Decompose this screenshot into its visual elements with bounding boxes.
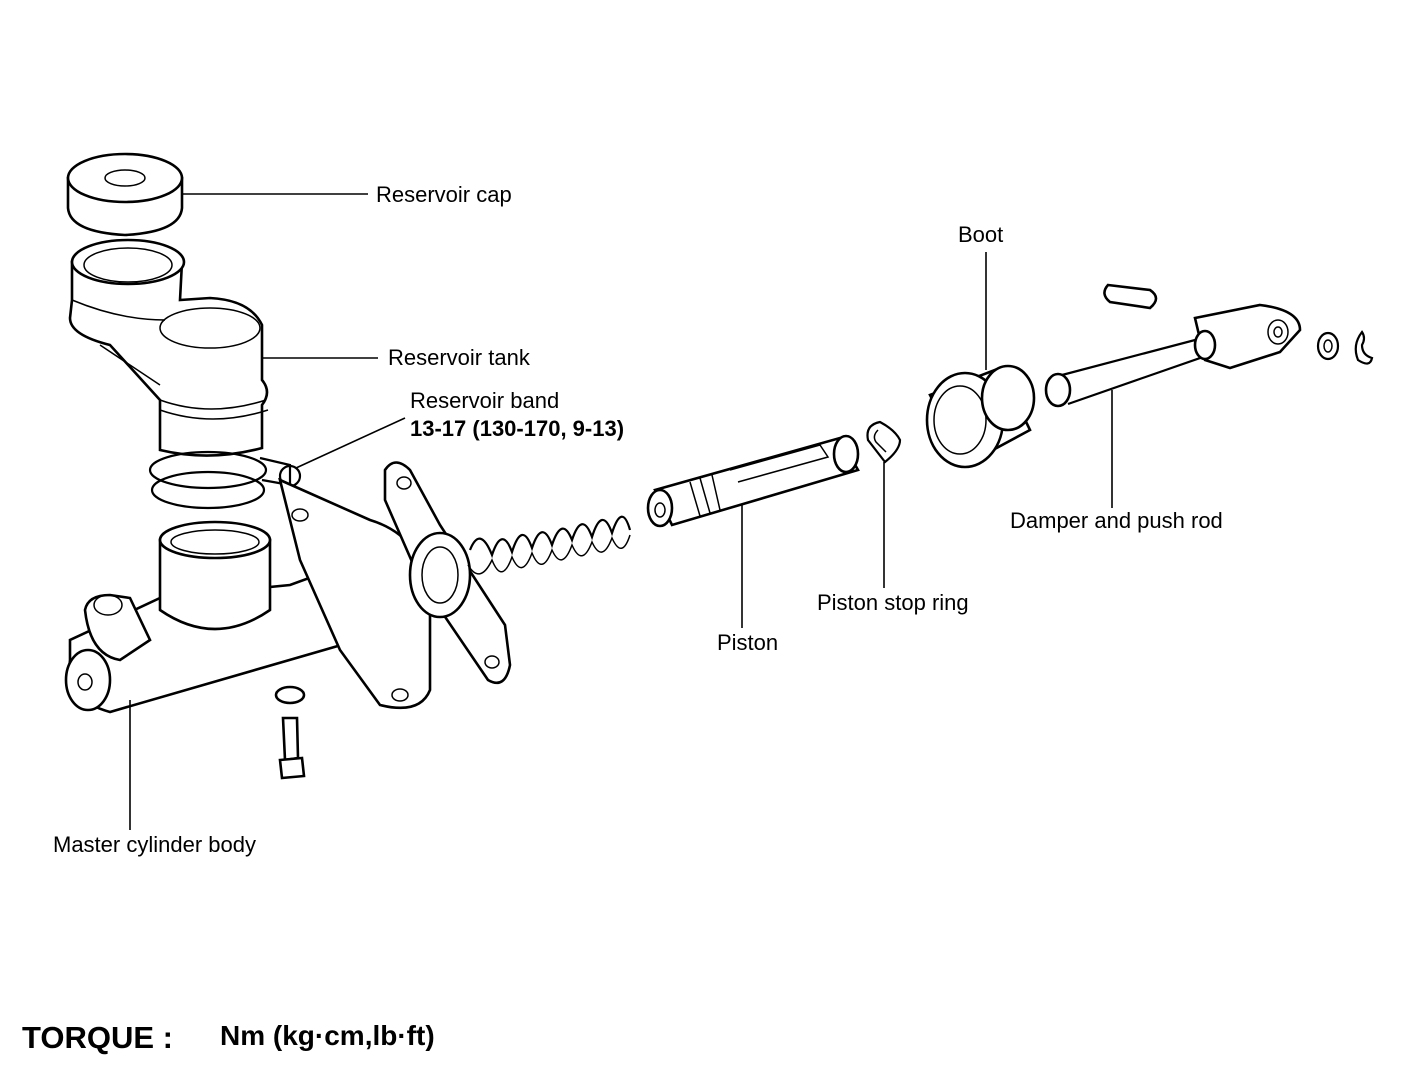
leader-lines xyxy=(129,193,1113,830)
torque-title: TORQUE : xyxy=(22,1020,173,1055)
torque-unit: Nm (kg·cm,lb·ft) xyxy=(220,1020,435,1051)
piston-stop-ring-part xyxy=(866,420,902,464)
boot-part xyxy=(925,364,1036,469)
reservoir-cap-label: Reservoir cap xyxy=(376,182,512,207)
damper-push-rod-label: Damper and push rod xyxy=(1010,508,1223,533)
reservoir-cap-part xyxy=(66,152,184,237)
master-cylinder-body-label: Master cylinder body xyxy=(53,832,256,857)
reservoir-tank-label: Reservoir tank xyxy=(388,345,530,370)
boot-label: Boot xyxy=(958,222,1004,247)
master-cylinder-body-part xyxy=(64,461,512,714)
bleeder-bolt-part xyxy=(274,685,306,780)
piston-part xyxy=(646,434,860,528)
damper-push-rod-part xyxy=(1044,283,1374,408)
piston-stop-ring-label: Piston stop ring xyxy=(817,590,969,615)
piston-label: Piston xyxy=(717,630,779,655)
reservoir-band-label: Reservoir band xyxy=(410,388,560,413)
reservoir-band-part xyxy=(148,450,302,510)
reservoir-band-torque-label: 13-17 (130-170, 9-13) xyxy=(410,416,625,441)
reservoir-tank-part xyxy=(68,238,269,457)
spring-part xyxy=(467,515,632,575)
